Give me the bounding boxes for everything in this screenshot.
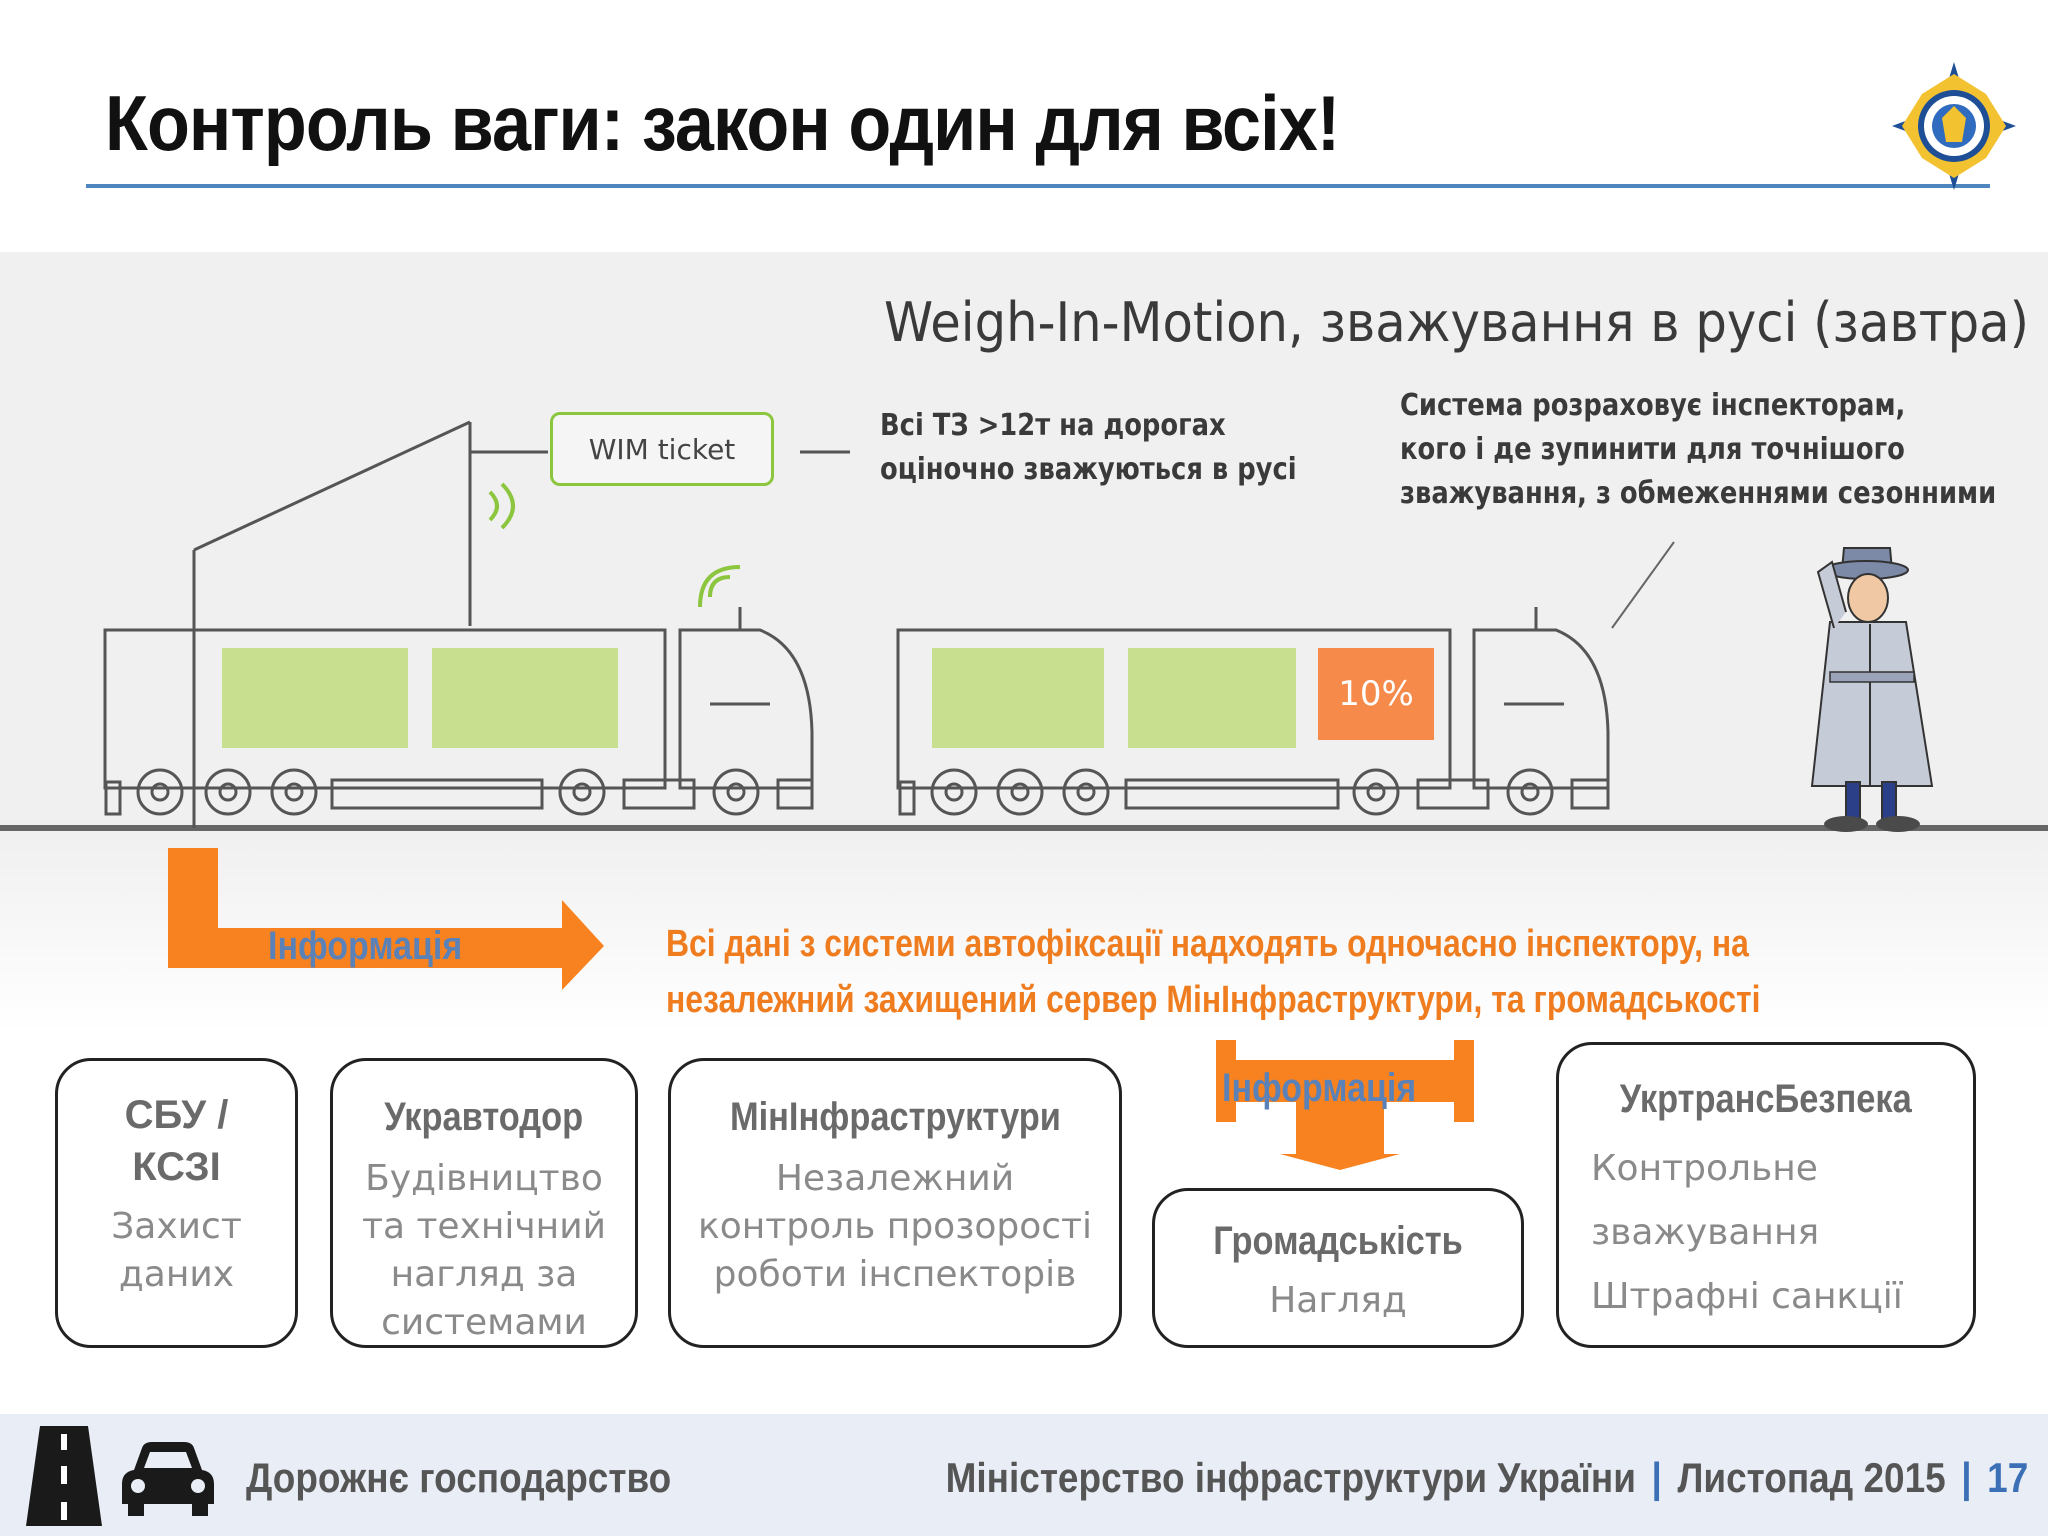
card-ukrtrans-line-3: Штрафні санкції	[1591, 1276, 1903, 1317]
card-mininfra-title: МінІнфраструктури	[729, 1095, 1061, 1139]
inspector-figure	[1810, 547, 1934, 832]
public-info-arrow-label: Інформація	[1222, 1066, 1417, 1110]
ministry-emblem-icon	[1892, 62, 2016, 190]
footer-ministry: Міністерство інфраструктури України	[945, 1454, 1636, 1501]
footer-section-label: Дорожнє господарство	[246, 1454, 672, 1501]
road-icon	[26, 1426, 102, 1526]
card-ukrtrans-line-1: Контрольне	[1591, 1148, 1818, 1189]
message-line-2: незалежний захищений сервер МінІнфрастру…	[666, 979, 1761, 1021]
card-mininfra-body: Незалежний контроль прозорості роботи ін…	[697, 1158, 1093, 1295]
footer-ministry-info: Міністерство інфраструктури України | Ли…	[945, 1454, 2028, 1501]
note-left: Всі ТЗ >12т на дорогах оціночно зважують…	[880, 404, 1297, 492]
note-left-line-1: Всі ТЗ >12т на дорогах	[880, 408, 1226, 443]
info-arrow-label: Інформація	[268, 924, 463, 968]
footer	[0, 1414, 2048, 1536]
wim-illustration	[0, 420, 2048, 832]
card-ukrtrans-title: УкртрансБезпека	[1620, 1077, 1912, 1121]
card-sbu: СБУ / КСЗІ Захист даних	[55, 1058, 298, 1348]
truck-2	[896, 607, 1610, 816]
card-sbu-title-1: СБУ /	[124, 1093, 229, 1137]
weigh-in-motion-scene	[0, 252, 2048, 832]
card-ukravtodor-body: Будівництво та технічний нагляд за систе…	[361, 1158, 607, 1343]
truck-2-cargo-1	[932, 648, 1104, 748]
note-pointer	[1611, 541, 1675, 629]
wim-heading: Weigh-In-Motion, зважування в русі (завт…	[884, 291, 2029, 354]
truck-1-cargo-2	[432, 648, 618, 748]
card-public: Громадськість Нагляд	[1152, 1188, 1524, 1348]
truck-1-cargo-1	[222, 648, 408, 748]
card-ukravtodor: Укравтодор Будівництво та технічний нагл…	[330, 1058, 638, 1348]
truck-2-cargo-2	[1128, 648, 1296, 748]
truck-1	[103, 607, 814, 816]
overload-indicator: 10%	[1318, 648, 1434, 740]
title-divider	[86, 184, 1990, 188]
wim-ticket-box: WIM ticket	[550, 412, 774, 486]
note-left-line-2: оціночно зважуються в русі	[880, 452, 1297, 487]
note-right-line-2: кого і де зупинити для точнішого	[1400, 432, 1905, 467]
slide-title: Контроль ваги: закон один для всіх!	[105, 79, 1340, 167]
footer-date: Листопад 2015	[1677, 1454, 1946, 1501]
note-right-line-3: зважування, з обмеженнями сезонними	[1400, 476, 1997, 511]
card-public-body: Нагляд	[1269, 1280, 1407, 1321]
card-sbu-body: Захист даних	[111, 1206, 242, 1295]
footer-page-number: 17	[1986, 1454, 2028, 1501]
distribution-message: Всі дані з системи автофіксації надходят…	[666, 916, 1760, 1028]
note-right: Система розраховує інспекторам, кого і д…	[1400, 384, 1996, 516]
card-sbu-title-2: КСЗІ	[132, 1145, 221, 1189]
card-public-title: Громадськість	[1213, 1219, 1463, 1263]
note-right-line-1: Система розраховує інспекторам,	[1400, 388, 1906, 423]
card-mininfra: МінІнфраструктури Незалежний контроль пр…	[668, 1058, 1122, 1348]
card-ukrtransbezpeka: УкртрансБезпека Контрольне зважування Шт…	[1556, 1042, 1976, 1348]
card-ukrtrans-line-2: зважування	[1591, 1212, 1820, 1253]
wim-gantry	[192, 420, 850, 828]
card-ukravtodor-title: Укравтодор	[384, 1095, 584, 1139]
car-icon	[122, 1442, 214, 1516]
message-line-1: Всі дані з системи автофіксації надходят…	[666, 923, 1749, 965]
